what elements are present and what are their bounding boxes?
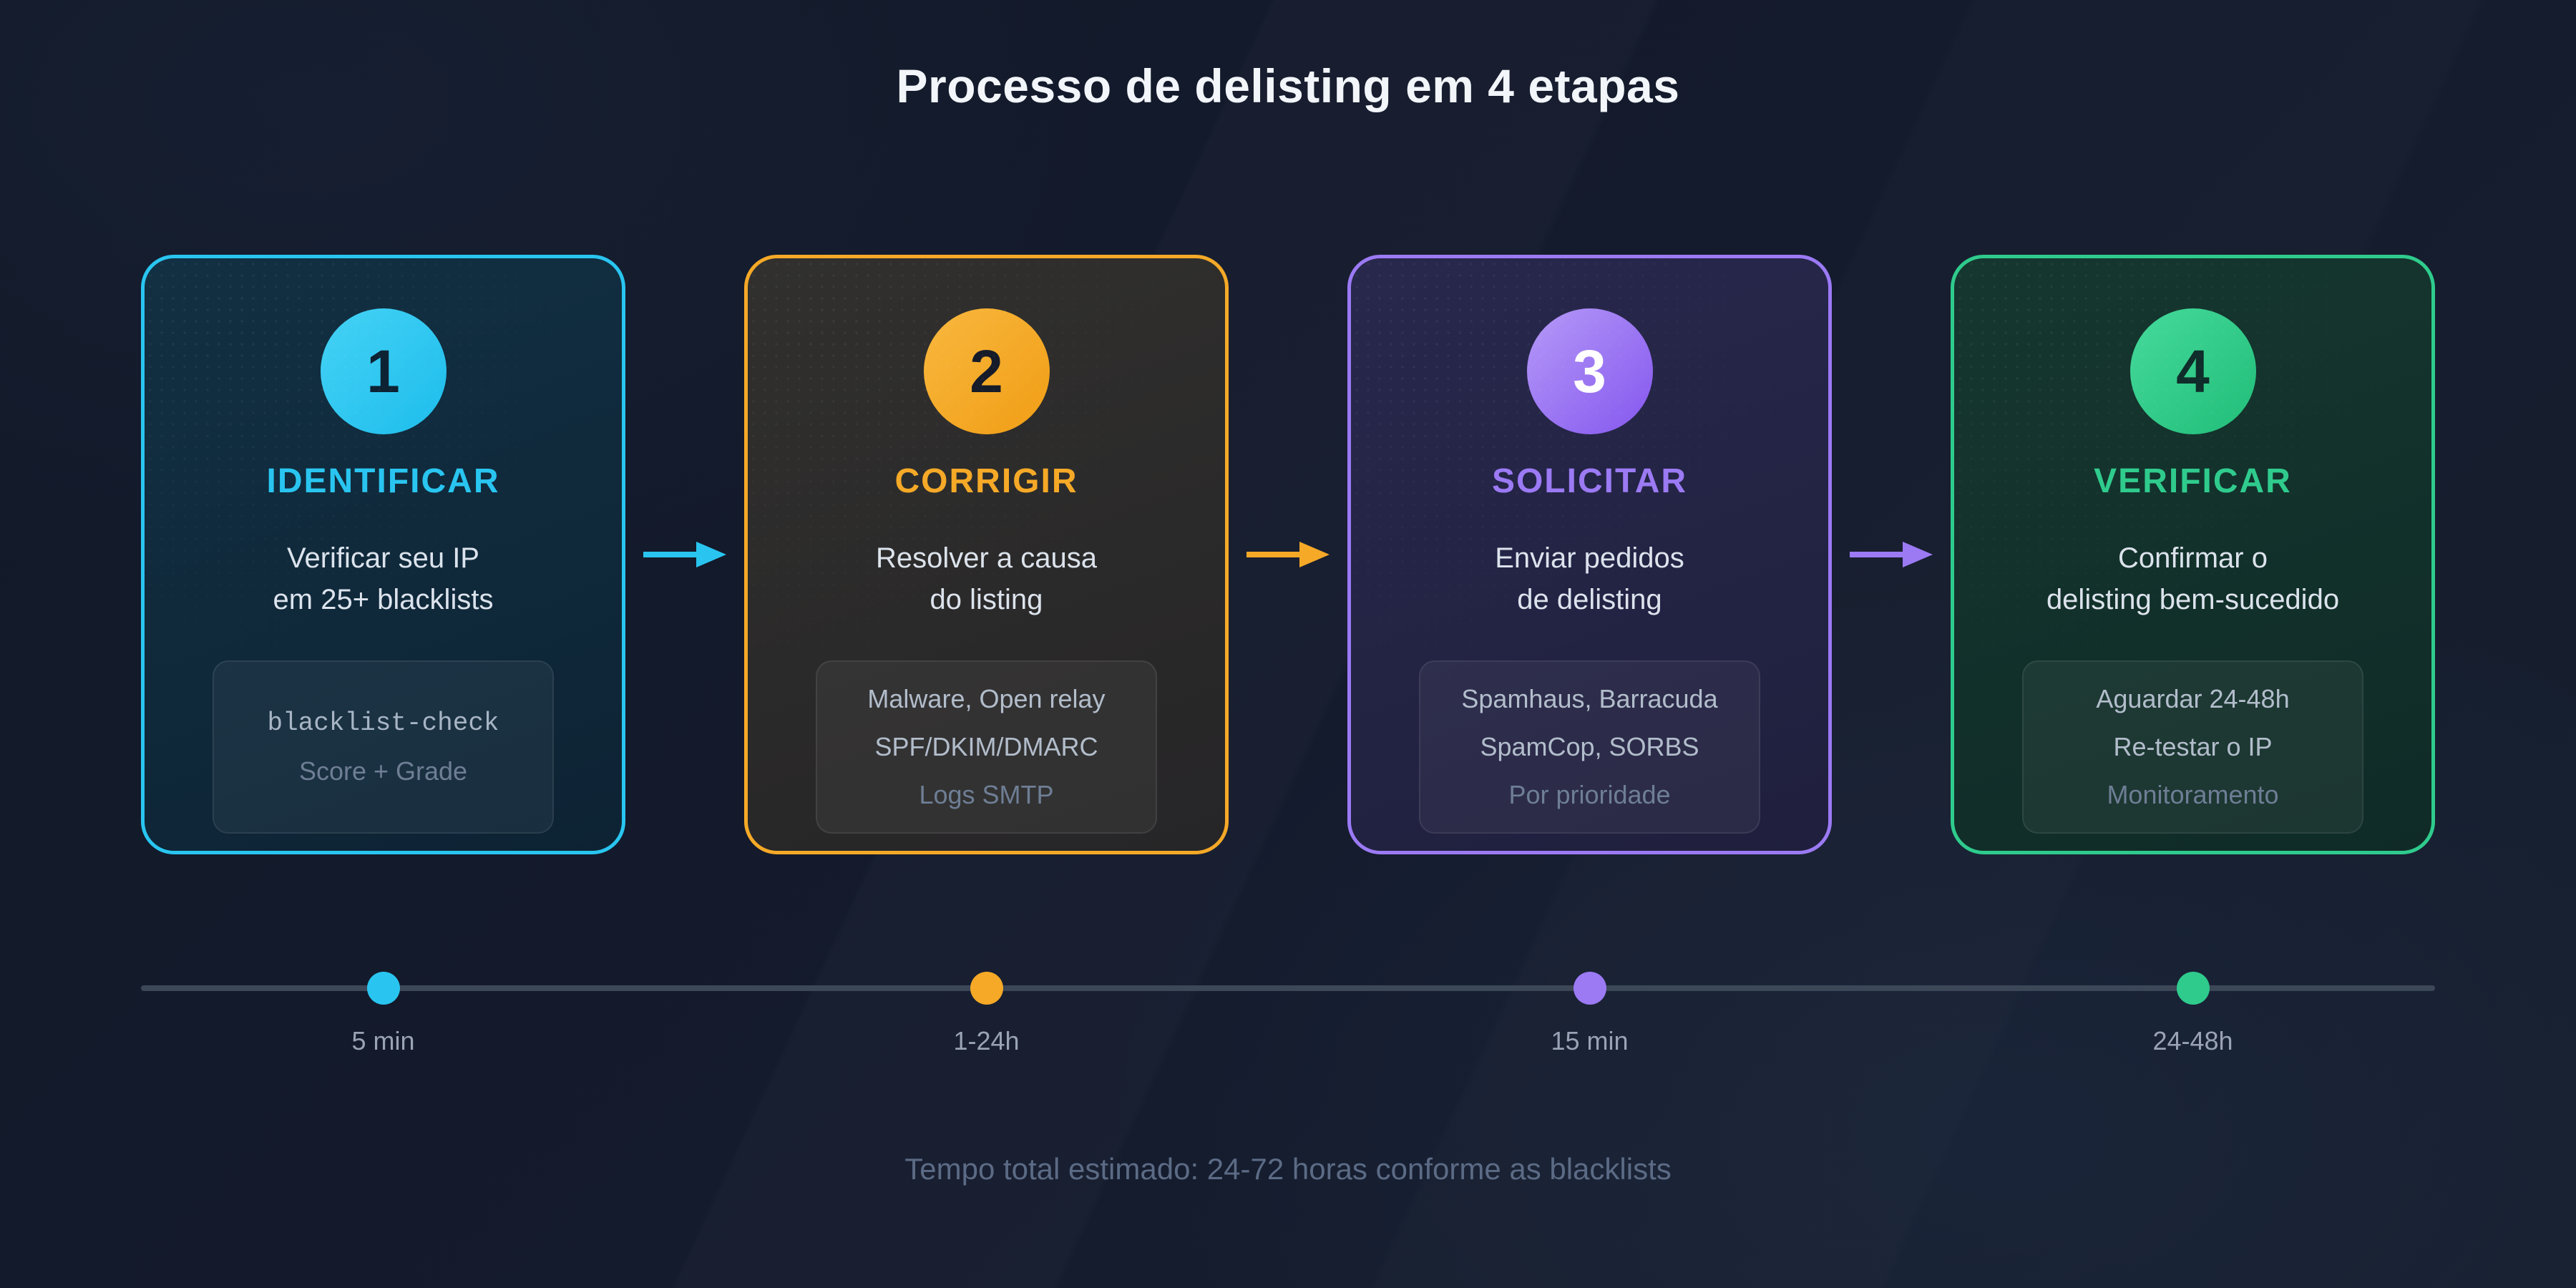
detail-line: Spamhaus, Barracuda (1461, 684, 1718, 713)
total-time-note: Tempo total estimado: 24-72 horas confor… (904, 1152, 1672, 1186)
arrow-step3-to-step4 (1832, 542, 1951, 567)
arrow-step2-to-step3 (1229, 542, 1347, 567)
timeline-duration-label: 1-24h (953, 1026, 1020, 1055)
step-name: SOLICITAR (1491, 462, 1688, 500)
timeline-duration-label: 5 min (351, 1026, 415, 1055)
detail-line: SpamCop, SORBS (1480, 732, 1699, 761)
timeline-dot-step4 (2176, 972, 2210, 1005)
timeline-cell: 24-48h (1951, 957, 2435, 1056)
timeline-dot-step3 (1573, 972, 1606, 1005)
timeline-cell: 1-24h (744, 957, 1229, 1056)
right-arrow-icon (643, 542, 726, 567)
detail-line: Por prioridade (1508, 780, 1671, 809)
step-number: 2 (970, 337, 1003, 405)
step-name: CORRIGIR (894, 462, 1078, 500)
step-number: 4 (2176, 337, 2210, 405)
timeline-dot-step1 (366, 972, 400, 1005)
timeline-duration-label: 15 min (1551, 1026, 1629, 1055)
step-detail-box: Spamhaus, Barracuda SpamCop, SORBS Por p… (1419, 660, 1760, 834)
detail-line: Aguardar 24-48h (2096, 684, 2290, 713)
timeline-duration-label: 24-48h (2152, 1026, 2233, 1055)
step-number-badge: 3 (1526, 308, 1653, 434)
step-number-badge: 2 (923, 308, 1050, 434)
step-number-badge: 1 (320, 308, 447, 434)
step-number: 1 (366, 337, 400, 405)
right-arrow-icon (1850, 542, 1933, 567)
page-title: Processo de delisting em 4 etapas (896, 59, 1680, 112)
step-detail-box: Aguardar 24-48h Re-testar o IP Monitoram… (2022, 660, 2363, 834)
step-number: 3 (1573, 337, 1606, 405)
step-name: IDENTIFICAR (266, 462, 500, 500)
step-detail-box: Malware, Open relay SPF/DKIM/DMARC Logs … (816, 660, 1157, 834)
step-name: VERIFICAR (2094, 462, 2292, 500)
timeline-cell: 5 min (141, 957, 625, 1056)
duration-timeline: 5 min 1-24h 15 min 24-48h (141, 957, 2435, 1078)
detail-line: SPF/DKIM/DMARC (874, 732, 1098, 761)
timeline-cells: 5 min 1-24h 15 min 24-48h (141, 957, 2435, 1056)
detail-line: Logs SMTP (919, 780, 1054, 809)
timeline-dot-step2 (970, 972, 1003, 1005)
detail-line: Malware, Open relay (867, 684, 1106, 713)
step-number-badge: 4 (2129, 308, 2256, 434)
timeline-cell: 15 min (1347, 957, 1832, 1056)
detail-line: Re-testar o IP (2113, 732, 2273, 761)
right-arrow-icon (1246, 542, 1330, 567)
detail-line: blacklist-check (267, 708, 499, 738)
timeline-line (141, 985, 2435, 991)
detail-line: Score + Grade (298, 756, 468, 786)
arrow-step1-to-step2 (625, 542, 744, 567)
step-detail-box: blacklist-check Score + Grade (213, 660, 554, 834)
detail-line: Monitoramento (2107, 780, 2279, 809)
